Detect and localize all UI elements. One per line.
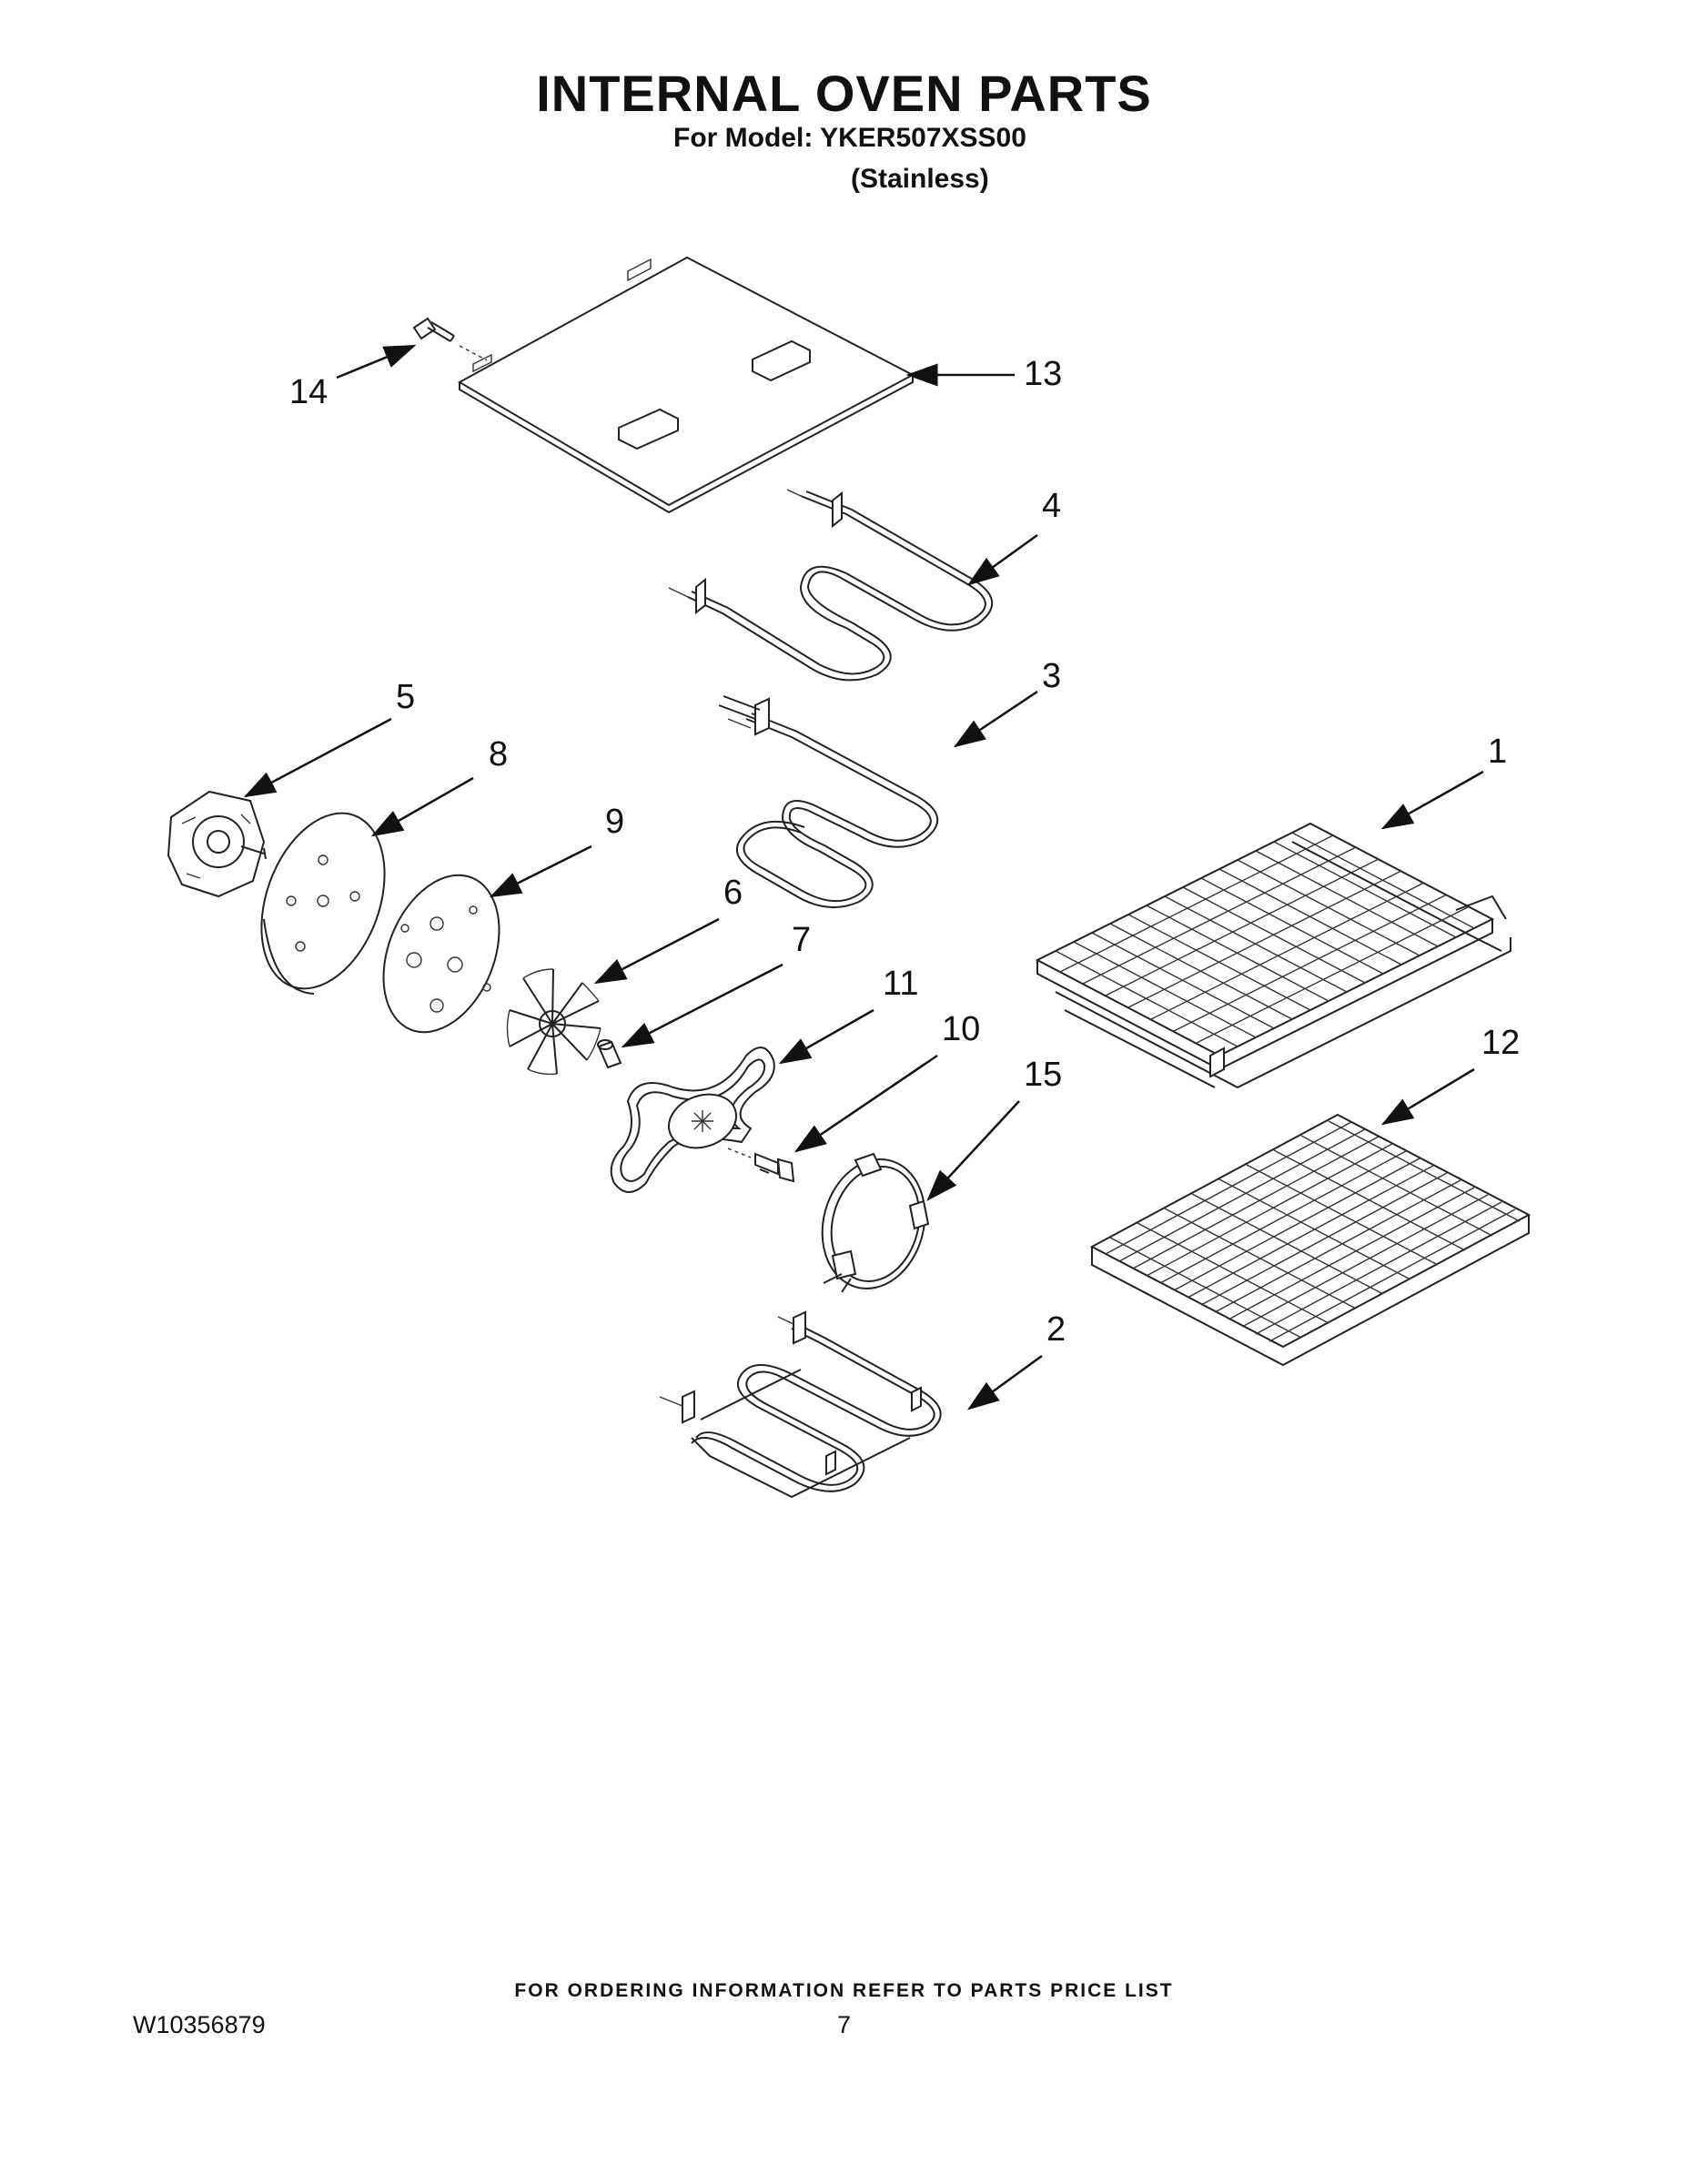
callout-15: 15 [1024, 1056, 1063, 1094]
callout-leaders [243, 344, 1484, 1410]
document-number: W10356879 [133, 2011, 266, 2038]
model-finish: (Stainless) [851, 164, 989, 194]
callout-4: 4 [1042, 487, 1062, 525]
callout-7: 7 [792, 921, 812, 959]
part-12-flat-rack [1089, 1113, 1531, 1367]
callout-1: 1 [1488, 733, 1508, 771]
part-6-fan-blade [506, 968, 601, 1076]
callout-6: 6 [723, 874, 743, 912]
part-10-nut [727, 1148, 795, 1183]
model-number: For Model: YKER507XSS00 [673, 123, 1026, 153]
part-15-convection-element [821, 1152, 930, 1293]
callout-2: 2 [1046, 1310, 1066, 1349]
part-3-broil-element [718, 695, 939, 909]
part-4-bake-element [668, 489, 994, 682]
part-9-fan-plate [382, 874, 500, 1034]
callout-5: 5 [396, 678, 416, 716]
part-5-convection-motor [167, 790, 267, 898]
callout-9: 9 [605, 803, 625, 841]
callout-10: 10 [942, 1010, 981, 1048]
callout-12: 12 [1481, 1024, 1521, 1062]
part-13-oven-bottom-panel [457, 256, 915, 514]
part-8-back-plate [260, 812, 386, 995]
part-1-extending-rack [1035, 822, 1511, 1089]
part-7-spacer [597, 1039, 622, 1069]
callout-3: 3 [1042, 657, 1062, 695]
ordering-info-note: FOR ORDERING INFORMATION REFER TO PARTS … [514, 1980, 1174, 2001]
callout-13: 13 [1024, 355, 1063, 393]
page-number: 7 [837, 2011, 852, 2038]
part-11-fan-cover [610, 1046, 775, 1193]
callout-8: 8 [489, 735, 509, 774]
part-14-screw [412, 317, 488, 361]
page-title: INTERNAL OVEN PARTS [536, 65, 1152, 122]
part-2-bottom-element [659, 1310, 942, 1499]
callout-11: 11 [883, 965, 919, 1003]
callout-14: 14 [289, 373, 329, 411]
